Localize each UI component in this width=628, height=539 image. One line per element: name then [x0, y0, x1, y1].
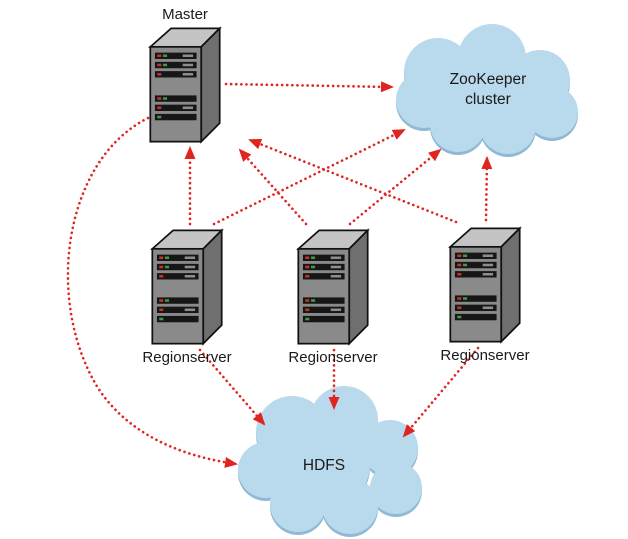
arrow-regionserver2-to-master — [238, 148, 308, 226]
arrow-regionserver2-to-zookeeper — [348, 148, 442, 226]
master-label: Master — [162, 6, 208, 23]
arrow-regionserver3-to-zookeeper — [481, 156, 493, 222]
regionserver3-label: Regionserver — [440, 347, 529, 364]
arrow-regionserver3-to-hdfs — [402, 346, 480, 438]
regionserver3-server-icon — [449, 227, 521, 343]
regionserver1-server-icon — [151, 229, 223, 345]
regionserver2-server-icon — [297, 229, 369, 345]
hdfs-label: HDFS — [303, 457, 345, 474]
regionserver2-label: Regionserver — [288, 349, 377, 366]
regionserver1-node: Regionserver — [142, 229, 232, 366]
arrow-regionserver1-to-zookeeper — [212, 128, 406, 226]
regionserver3-node: Regionserver — [440, 227, 530, 364]
zookeeper-label-line2: cluster — [465, 91, 511, 108]
master-node: Master — [149, 6, 221, 143]
arrow-regionserver1-to-hdfs — [198, 348, 266, 426]
regionserver2-node: Regionserver — [288, 229, 378, 366]
regionserver1-label: Regionserver — [142, 349, 231, 366]
edges — [66, 81, 493, 468]
master-server-icon — [149, 27, 221, 143]
arrow-master-to-zookeeper — [224, 81, 394, 93]
hdfs-node: HDFS — [238, 386, 422, 537]
arrow-master-to-hdfs — [66, 116, 238, 468]
arrow-regionserver3-to-master — [248, 138, 458, 224]
zookeeper-cloud-icon — [396, 24, 578, 154]
zookeeper-label-line1: ZooKeeper — [450, 71, 527, 88]
zookeeper-cluster-node: ZooKeeper cluster — [396, 24, 578, 157]
